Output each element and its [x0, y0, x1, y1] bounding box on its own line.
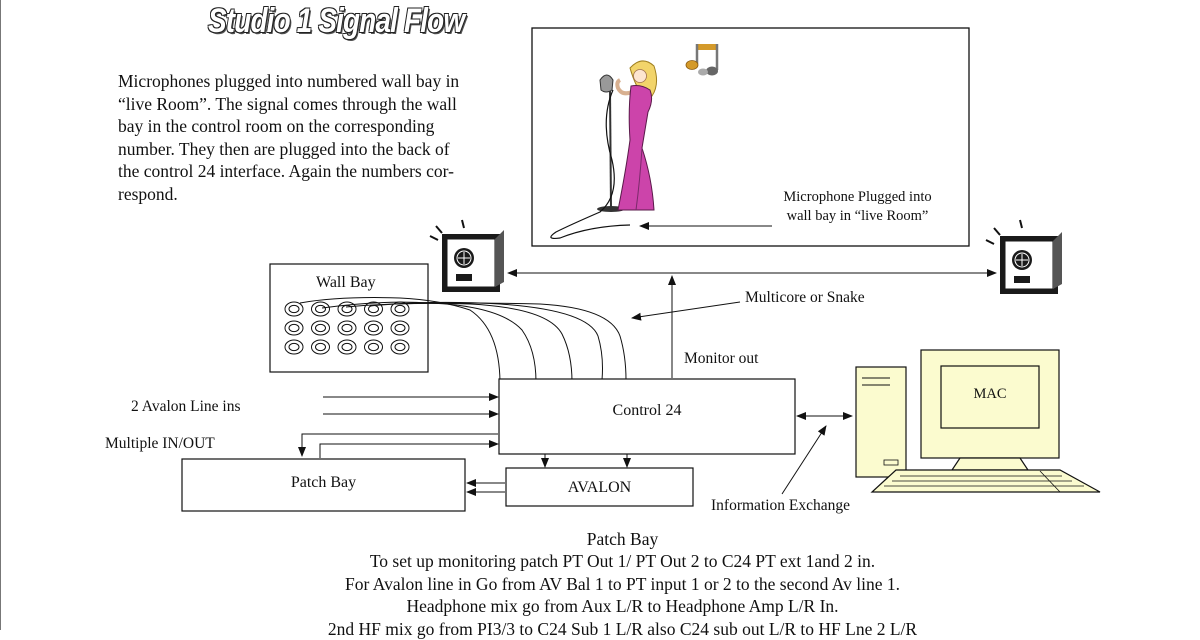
- wall-bay-jack: [390, 320, 410, 336]
- wall-bay-jack: [311, 339, 330, 355]
- wall-bay-jack: [337, 339, 357, 355]
- wall-bay-jack: [284, 320, 304, 336]
- monitor-out-label: Monitor out: [684, 350, 759, 367]
- intro-line: “live Room”. The signal comes through th…: [118, 93, 457, 114]
- control24-box: [498, 378, 796, 455]
- speaker-left-clipart: [429, 219, 504, 292]
- notes-line: For Avalon line in Go from AV Bal 1 to P…: [345, 573, 900, 594]
- wall-bay-jack: [311, 320, 330, 336]
- mic-plugged-label: Microphone Plugged into wall bay in “liv…: [770, 188, 945, 226]
- avalon-label: AVALON: [567, 479, 632, 496]
- notes-heading: Patch Bay: [586, 529, 659, 549]
- wall-bay-jack: [364, 320, 383, 336]
- info-exchange-label: Information Exchange: [711, 497, 851, 514]
- wall-bay-jack-inner: [288, 323, 300, 333]
- wall-bay-cables: [299, 297, 627, 385]
- wall-bay-jack-inner: [288, 342, 300, 352]
- wall-bay-jack-inner: [288, 304, 300, 314]
- multiple-in-out-connectors: [298, 433, 499, 458]
- wall-bay-jack-inner: [394, 323, 406, 333]
- music-notes-clipart: [685, 44, 719, 76]
- wall-bay-jack: [311, 301, 330, 317]
- intro-line: the control 24 interface. Again the numb…: [118, 161, 454, 182]
- intro-line: respond.: [118, 183, 178, 204]
- wall-bay-jack-inner: [341, 323, 353, 333]
- wall-bay-jacks: [284, 301, 410, 355]
- computer-clipart: [855, 349, 1101, 493]
- notes-line: To set up monitoring patch PT Out 1/ PT …: [369, 551, 876, 572]
- multiple-in-out-label: Multiple IN/OUT: [105, 435, 215, 452]
- mac-label: MAC: [973, 386, 1007, 402]
- intro-line: number. They then are plugged into the b…: [118, 138, 450, 159]
- avalon-box: [505, 467, 694, 507]
- wall-bay-jack-inner: [394, 342, 406, 352]
- wall-bay-jack: [284, 339, 304, 355]
- patch-bay-notes: Patch Bay To set up monitoring patch PT …: [0, 528, 1200, 640]
- wall-bay-jack-inner: [394, 304, 406, 314]
- info-exchange-arrow: [781, 425, 827, 495]
- notes-line: Headphone mix go from Aux L/R to Headpho…: [406, 596, 839, 617]
- wall-bay-jack: [364, 301, 383, 317]
- patch-bay-box: [181, 458, 466, 512]
- wall-bay-jack-inner: [368, 323, 379, 333]
- wall-bay-jack-inner: [315, 304, 326, 314]
- mic-label-line: Microphone Plugged into: [783, 189, 932, 205]
- intro-line: bay in the control room on the correspon…: [118, 116, 435, 137]
- wall-bay-jack-inner: [368, 342, 379, 352]
- wall-bay-jack: [337, 320, 357, 336]
- wall-bay-jack-inner: [315, 323, 326, 333]
- wall-bay-jack: [390, 339, 410, 355]
- speaker-right-clipart: [985, 219, 1062, 294]
- patch-bay-label: Patch Bay: [290, 474, 357, 491]
- singer-clipart: [550, 60, 658, 239]
- wall-bay-jack-inner: [341, 342, 353, 352]
- wall-bay-jack: [337, 301, 357, 317]
- wall-bay-jack: [364, 339, 383, 355]
- control24-label: Control 24: [612, 402, 682, 419]
- wall-bay-jack: [284, 301, 304, 317]
- mic-label-line: wall bay in “live Room”: [786, 208, 929, 224]
- page-title: Studio 1 Signal Flow: [208, 2, 465, 40]
- avalon-line-ins-label: 2 Avalon Line ins: [131, 398, 241, 415]
- notes-line: 2nd HF mix go from PI3/3 to C24 Sub 1 L/…: [327, 618, 918, 639]
- multicore-label: Multicore or Snake: [745, 289, 865, 306]
- wall-bay-label: Wall Bay: [316, 274, 376, 291]
- multicore-arrow: [631, 301, 741, 321]
- wall-bay-jack-inner: [315, 342, 326, 352]
- intro-paragraph: Microphones plugged into numbered wall b…: [118, 70, 518, 206]
- intro-line: Microphones plugged into numbered wall b…: [118, 71, 460, 91]
